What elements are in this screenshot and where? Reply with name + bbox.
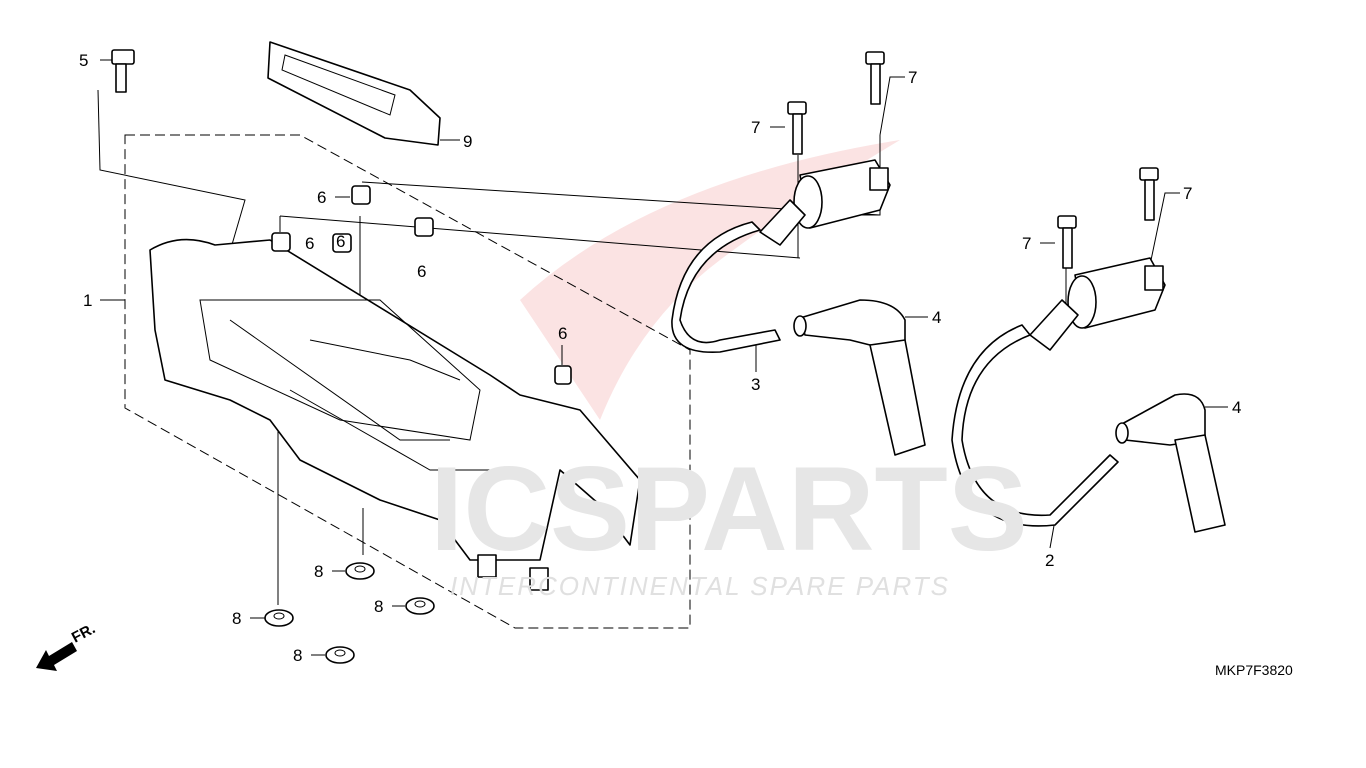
- callout-7: 7: [1183, 184, 1192, 203]
- callout-4: 4: [1232, 398, 1241, 417]
- assembly-outline: [124, 134, 691, 629]
- bolts-part-7: [787, 51, 1159, 269]
- callout-6: 6: [558, 324, 567, 343]
- callout-2: 2: [1045, 551, 1054, 570]
- callout-9: 9: [463, 132, 472, 151]
- callout-1: 1: [83, 291, 92, 310]
- callout-8: 8: [293, 646, 302, 665]
- callout-7: 7: [1022, 234, 1031, 253]
- leader-lines: [97, 59, 1228, 656]
- watermark-tagline: INTERCONTINENTAL SPARE PARTS: [450, 571, 950, 601]
- front-direction-indicator: FR.: [36, 620, 98, 671]
- ignition-coil-part-3: [671, 159, 891, 353]
- callout-7: 7: [908, 68, 917, 87]
- spark-plug-cap-part-4-left: [793, 299, 926, 456]
- diagram-code: MKP7F3820: [1215, 662, 1293, 678]
- ignition-coil-part-2: [951, 257, 1166, 527]
- front-label: FR.: [69, 620, 98, 646]
- callout-6: 6: [317, 188, 326, 207]
- spark-plug-cap-part-4-right: [1115, 393, 1226, 533]
- bolt-part-5: [111, 49, 135, 93]
- callout-labels: 5 9 6 6 6 6 6 1 7 7 7 7 4 4 3 2 8 8 8 8: [79, 51, 1241, 665]
- bracket-part-9: [267, 41, 441, 146]
- callout-6: 6: [305, 234, 314, 253]
- callout-4: 4: [932, 308, 941, 327]
- collars-part-6: [271, 185, 572, 385]
- callout-7: 7: [751, 118, 760, 137]
- callout-6: 6: [417, 262, 426, 281]
- callout-8: 8: [232, 609, 241, 628]
- nuts-part-8: [264, 562, 435, 664]
- main-bracket-part-1: [149, 238, 641, 591]
- callout-6: 6: [336, 232, 345, 251]
- callout-8: 8: [374, 597, 383, 616]
- front-arrow-icon: [36, 642, 77, 671]
- callout-8: 8: [314, 562, 323, 581]
- callout-3: 3: [751, 375, 760, 394]
- callout-5: 5: [79, 51, 88, 70]
- watermark-wing-icon: [520, 140, 900, 420]
